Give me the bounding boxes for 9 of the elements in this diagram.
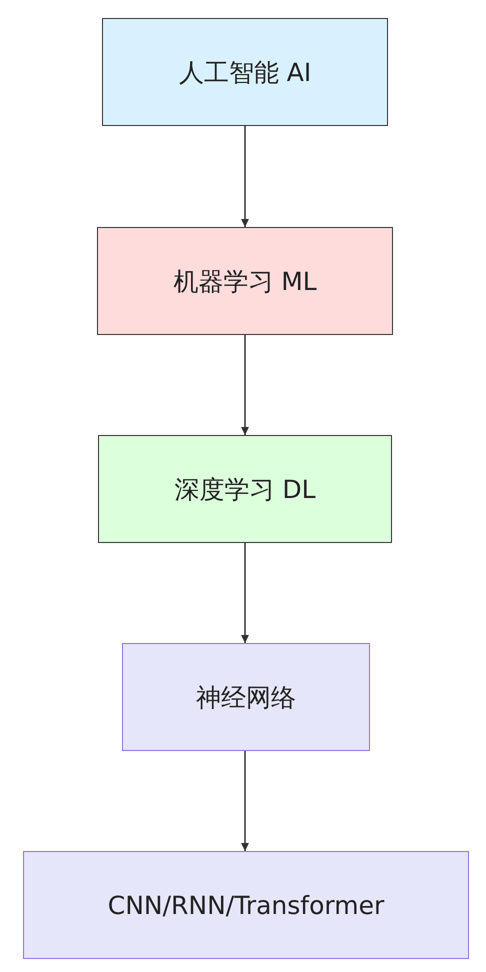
process-box: CNN/RNN/Transformer (23, 851, 469, 959)
arrow (241, 751, 249, 851)
process-box: 神经网络 (122, 643, 370, 751)
process-box: 深度学习 DL (98, 435, 392, 543)
process-box: 人工智能 AI (102, 18, 388, 126)
arrow (241, 126, 249, 227)
arrow (241, 543, 249, 643)
process-box: 机器学习 ML (97, 227, 393, 335)
arrow (241, 335, 249, 435)
